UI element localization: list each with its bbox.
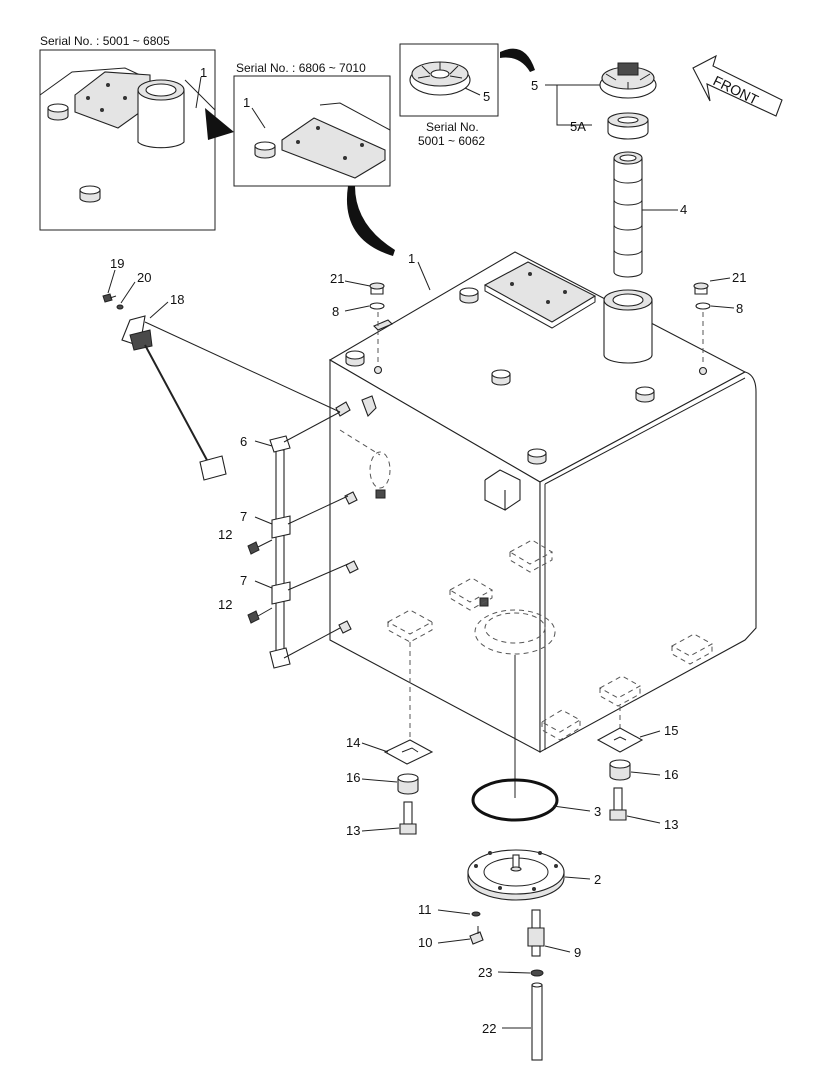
callout-13-left: 13 (346, 823, 360, 838)
callout-9: 9 (574, 945, 581, 960)
callout-11: 11 (418, 902, 432, 917)
bolt-13-right (609, 787, 627, 821)
callout-2: 2 (594, 872, 601, 887)
callout-12-lower: 12 (218, 597, 232, 612)
bolt-13-left (399, 801, 417, 835)
callout-10: 10 (418, 935, 432, 950)
transfer-arrow-b (346, 186, 395, 256)
inset-serial-5001-6805: Serial No. : 5001 ~ 6805 1 (39, 34, 216, 231)
front-direction-arrow: FRONT (692, 54, 783, 117)
callout-12-upper: 12 (218, 527, 232, 542)
callout-19: 19 (110, 256, 124, 271)
washer-23 (530, 969, 544, 977)
callout-5-inset: 5 (483, 89, 490, 104)
plug-21-left (369, 282, 385, 295)
inset-a-title: Serial No. : 5001 ~ 6805 (40, 34, 170, 48)
callout-21-right: 21 (732, 270, 746, 285)
callout-1-inset-a: 1 (200, 65, 207, 80)
callout-13-right: 13 (664, 817, 678, 832)
level-gauge-6 (269, 411, 341, 669)
inset-b-frame (233, 75, 391, 187)
inset-serial-6806-7010: Serial No. : 6806 ~ 7010 1 (233, 61, 391, 187)
transfer-arrow-c (500, 48, 535, 72)
callout-23: 23 (478, 965, 492, 980)
inset-b-cover-plate (281, 117, 386, 179)
callout-21-left: 21 (330, 271, 344, 286)
callout-8-left: 8 (332, 304, 339, 319)
callout-3: 3 (594, 804, 601, 819)
fitting-9 (527, 909, 545, 957)
plug-21-right (693, 282, 709, 295)
front-arrow-shape (692, 54, 783, 117)
callout-8-right: 8 (736, 301, 743, 316)
tank-filler-neck (603, 299, 653, 364)
inset-b-title: Serial No. : 6806 ~ 7010 (236, 61, 366, 75)
o-ring-3 (471, 778, 559, 822)
o-ring-8-left (369, 302, 385, 310)
callout-4: 4 (680, 202, 687, 217)
callout-7-upper: 7 (240, 509, 247, 524)
spacer-16-right (609, 759, 631, 781)
washer-11 (471, 911, 481, 917)
callout-5a: 5A (570, 119, 586, 134)
callout-5: 5 (531, 78, 538, 93)
callout-22: 22 (482, 1021, 496, 1036)
transfer-arrow-a (205, 108, 234, 140)
level-sensor-18 (121, 315, 227, 481)
callout-7-lower: 7 (240, 573, 247, 588)
callout-16-right: 16 (664, 767, 678, 782)
hydraulic-tank-1 (328, 251, 757, 753)
clamp-7-upper (271, 495, 349, 539)
callout-1-tank: 1 (408, 251, 415, 266)
plate-14 (383, 739, 434, 765)
callout-1-inset-b: 1 (243, 95, 250, 110)
adapter-5a (607, 112, 649, 140)
bolt-10 (469, 926, 484, 945)
cover-2 (467, 849, 565, 901)
inset-c-frame (399, 43, 499, 117)
washer-20 (116, 304, 124, 310)
o-ring-8-right (695, 302, 711, 310)
bolt-12-lower (247, 607, 273, 624)
clamp-7-lower (271, 563, 349, 605)
inset-serial-5001-6062: 5 Serial No. 5001 ~ 6062 (399, 43, 499, 148)
tank-right-face (539, 371, 757, 753)
callout-15: 15 (664, 723, 678, 738)
callout-20: 20 (137, 270, 151, 285)
inset-a-filler-neck (137, 89, 185, 149)
filler-cap-5 (599, 62, 657, 99)
callout-14: 14 (346, 735, 360, 750)
spacer-16-left (397, 773, 419, 795)
strainer-4 (613, 151, 643, 278)
callout-6: 6 (240, 434, 247, 449)
level-sensor-float (199, 455, 227, 481)
plate-15 (596, 727, 644, 753)
callout-18: 18 (170, 292, 184, 307)
tank-lifting-bracket (484, 469, 521, 511)
inset-c-caption-line1: Serial No. (426, 120, 479, 134)
callout-16-left: 16 (346, 770, 360, 785)
inset-a-frame (39, 49, 216, 231)
bolt-12-upper (247, 539, 273, 555)
screw-19 (102, 293, 117, 303)
inset-c-caption-line2: 5001 ~ 6062 (418, 134, 485, 148)
pipe-22 (531, 982, 543, 1061)
